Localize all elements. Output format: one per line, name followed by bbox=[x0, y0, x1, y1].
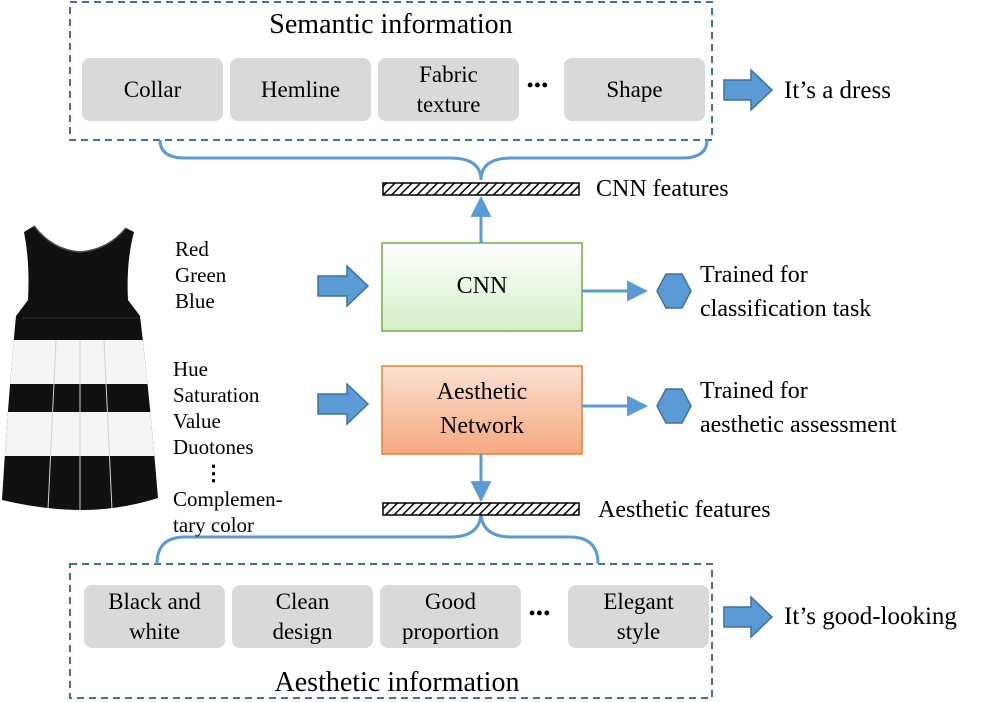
hsv-input-arrow bbox=[317, 382, 370, 426]
cnn-features-bar bbox=[382, 182, 580, 196]
aesthetic-ellipsis: ••• bbox=[529, 603, 551, 623]
aesthetic-features-bar bbox=[382, 502, 580, 516]
aesthetic-trained-line-2: aesthetic assessment bbox=[700, 412, 897, 438]
dress-image bbox=[2, 225, 158, 510]
aesthetic-trained-label: Trained for aesthetic assessment bbox=[700, 374, 897, 442]
semantic-item-fabric-texture: Fabric texture bbox=[378, 58, 519, 121]
cnn-trained-label: Trained for classification task bbox=[700, 258, 871, 326]
semantic-title: Semantic information bbox=[269, 9, 513, 40]
aesthetic-box-shape bbox=[381, 365, 583, 455]
channel-vertical-ellipsis: ⋮ bbox=[203, 461, 224, 485]
cnn-trained-line-2: classification task bbox=[700, 296, 872, 322]
aesthetic-container bbox=[69, 563, 713, 699]
semantic-ellipsis: ••• bbox=[527, 75, 549, 95]
aesthetic-trained-line-1: Trained for bbox=[700, 378, 808, 404]
semantic-brace bbox=[158, 139, 709, 181]
rgb-channel-list: Red Green Blue bbox=[175, 236, 226, 314]
cnn-trained-line-1: Trained for bbox=[700, 262, 808, 288]
semantic-container bbox=[69, 1, 713, 141]
aesthetic-channel-list: Hue Saturation Value Duotones ⋮ Compleme… bbox=[173, 356, 283, 538]
cnn-box: CNN bbox=[456, 273, 508, 300]
channel-saturation: Saturation bbox=[173, 383, 260, 407]
channel-red: Red bbox=[175, 237, 209, 261]
channel-duotones: Duotones bbox=[173, 435, 254, 459]
channel-complementary-1: Complemen- bbox=[173, 487, 283, 511]
aesthetic-result: It’s good-looking bbox=[784, 603, 957, 630]
aesthetic-result-arrow bbox=[723, 595, 774, 639]
aesthetic-title: Aesthetic information bbox=[274, 667, 520, 698]
aesthetic-network-box: Aesthetic Network bbox=[436, 379, 528, 439]
aesthetic-item-black-and-white: Black and white bbox=[84, 585, 225, 648]
channel-complementary-2: tary color bbox=[173, 513, 255, 537]
channel-value: Value bbox=[173, 409, 221, 433]
rgb-input-arrow bbox=[317, 264, 370, 308]
aesthetic-item-good-proportion: Good proportion bbox=[380, 585, 521, 648]
aesthetic-task-hexagon bbox=[656, 388, 692, 424]
channel-hue: Hue bbox=[173, 357, 208, 381]
semantic-result: It’s a dress bbox=[784, 77, 891, 104]
aesthetic-item-clean-design: Clean design bbox=[232, 585, 373, 648]
semantic-item-collar: Collar bbox=[82, 58, 223, 121]
cnn-task-hexagon bbox=[656, 273, 692, 309]
cnn-box-shape bbox=[381, 242, 583, 332]
channel-green: Green bbox=[175, 263, 227, 287]
cnn-features-label: CNN features bbox=[596, 176, 729, 202]
aesthetic-features-label: Aesthetic features bbox=[598, 497, 771, 523]
semantic-item-shape: Shape bbox=[564, 58, 705, 121]
semantic-item-hemline: Hemline bbox=[230, 58, 371, 121]
aesthetic-item-elegant-style: Elegant style bbox=[568, 585, 709, 648]
channel-blue: Blue bbox=[175, 289, 215, 313]
semantic-result-arrow bbox=[723, 68, 774, 112]
